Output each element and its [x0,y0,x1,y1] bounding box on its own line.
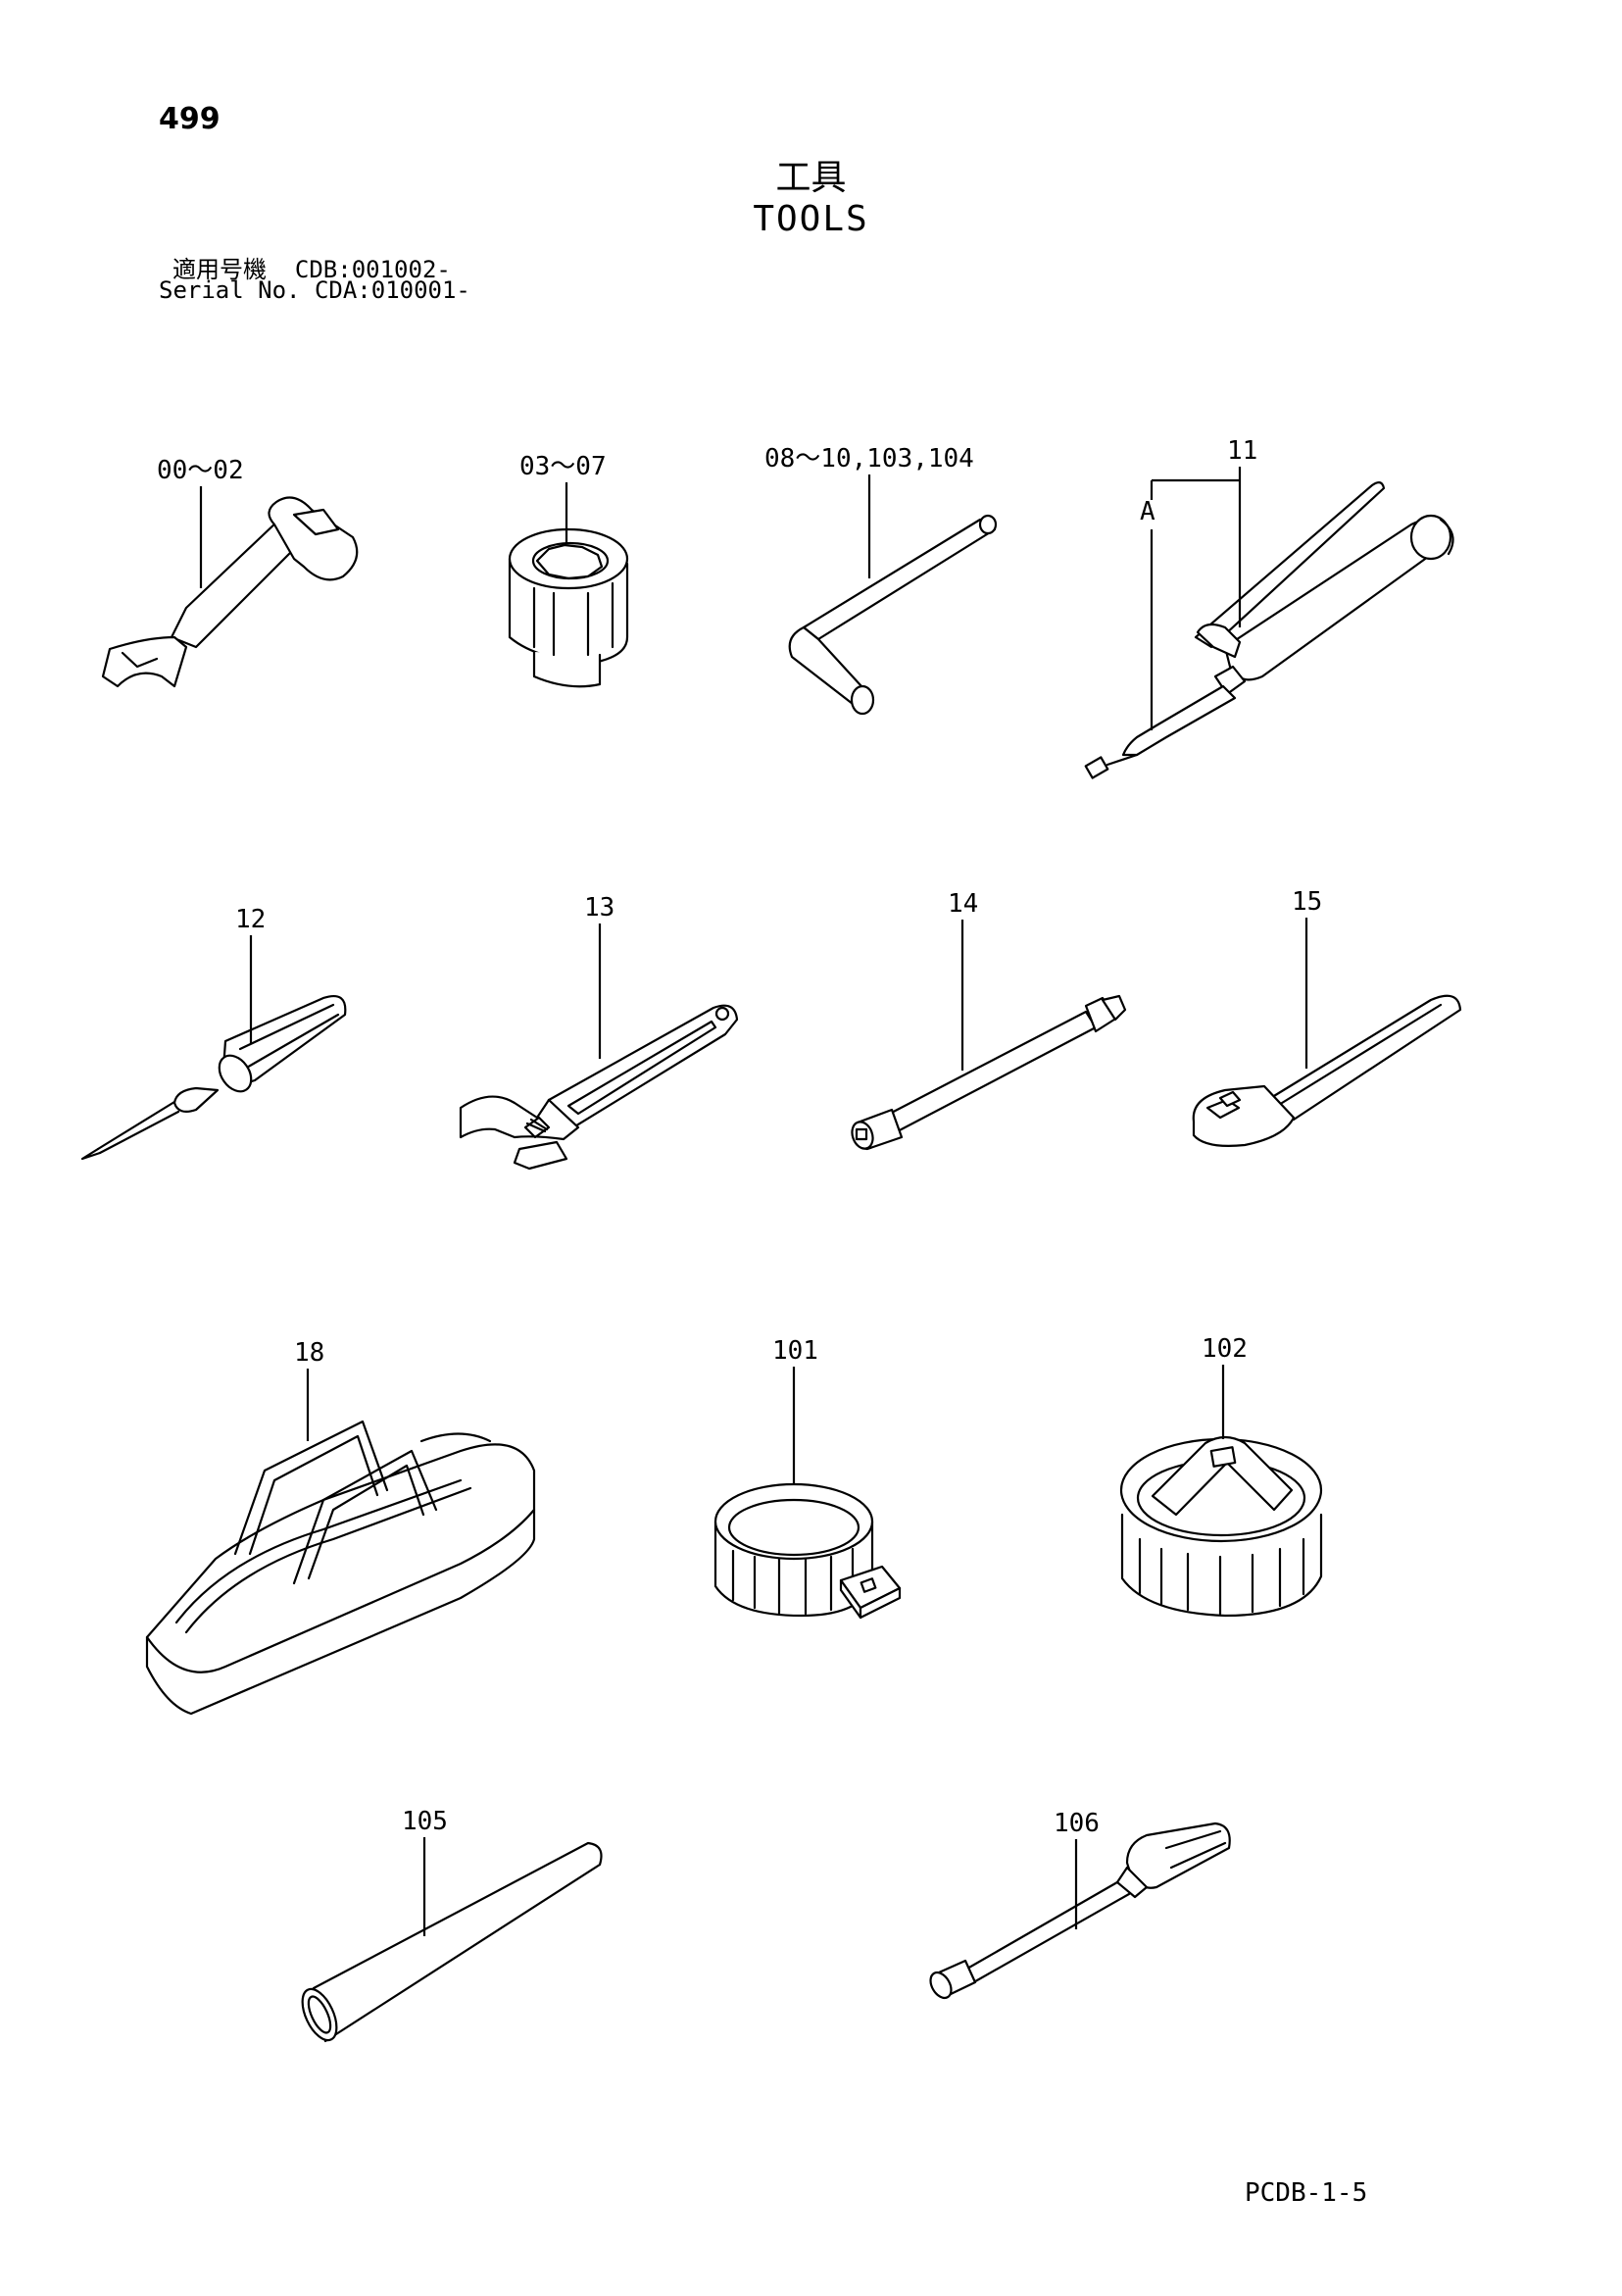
callout-filter-wrench-a: 101 [772,1336,818,1366]
tool-bag-illustration [145,1420,536,1716]
callout-tool-bag: 18 [294,1338,324,1368]
callout-grease-gun-detail: A [1140,497,1155,526]
socket-illustration [508,527,629,688]
page-title-english: TOOLS [753,199,869,239]
filter-wrench-b-illustration [1119,1435,1323,1618]
callout-hex-key: 08～10,103,104 [764,444,974,474]
serial-applicability-english: Serial No. CDA:010001- [159,276,470,304]
ratchet-handle-illustration [1192,994,1462,1147]
open-end-wrench-illustration [101,496,359,688]
callout-ratchet-handle: 15 [1292,887,1322,917]
grease-gun-illustration [1084,481,1454,779]
callout-filter-wrench-b: 102 [1202,1334,1248,1364]
callout-pipe-bar: 105 [402,1807,448,1836]
extension-bar-illustration [851,994,1127,1151]
filter-wrench-a-illustration [713,1482,902,1620]
callout-wrench: 00～02 [157,456,244,485]
hex-key-illustration [788,514,998,716]
callout-socket-driver: 106 [1054,1809,1100,1838]
socket-driver-illustration [929,1822,1231,2000]
screwdriver-illustration [80,994,347,1161]
serial-applicability-japanese: 適用号機 CDB:001002- [172,256,451,283]
callout-socket: 03～07 [519,452,607,481]
callout-adjustable-wrench: 13 [584,893,614,923]
callout-grease-gun: 11 [1227,436,1257,466]
callout-extension-bar: 14 [948,889,978,919]
page-title-japanese: 工具 [775,158,847,198]
adjustable-wrench-illustration [459,1004,739,1171]
pipe-bar-illustration [301,1841,603,2043]
drawing-code: PCDB-1-5 [1245,2178,1368,2208]
callout-screwdriver: 12 [235,905,266,934]
page-number: 499 [159,102,221,136]
